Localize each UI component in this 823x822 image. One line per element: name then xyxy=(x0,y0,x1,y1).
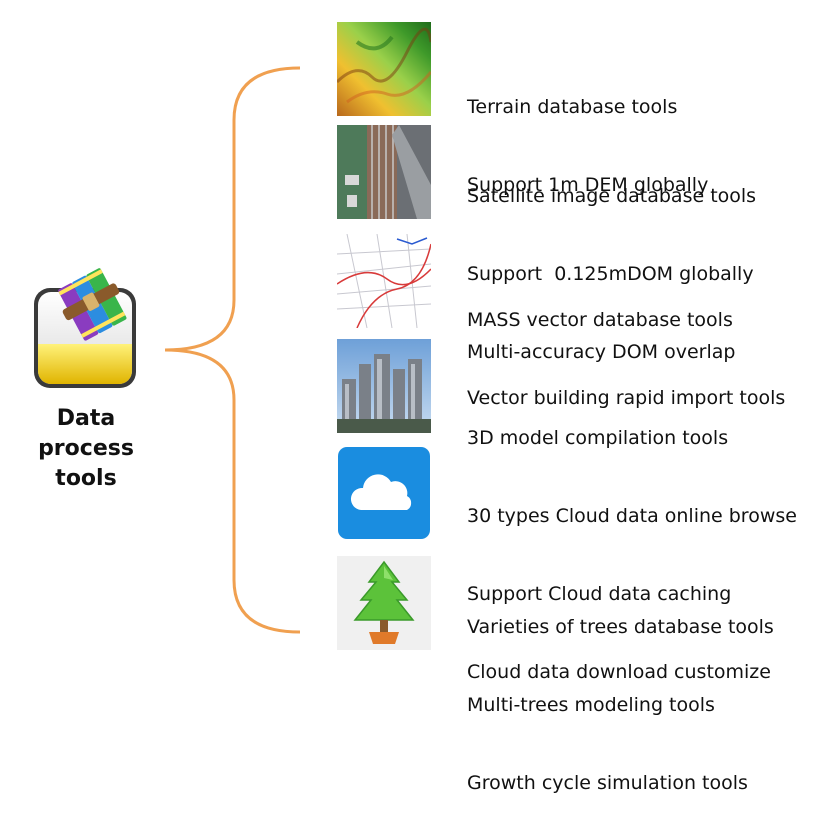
tree-line-1: Varieties of trees database tools xyxy=(467,616,774,638)
tree-line-3: Growth cycle simulation tools xyxy=(467,772,748,794)
vector-line-2: Vector building rapid import tools xyxy=(467,387,786,409)
model-line-1: 3D model compilation tools xyxy=(467,427,729,449)
cloud-icon xyxy=(338,447,430,539)
tree-icon xyxy=(337,556,431,650)
satellite-line-1: Satellite image database tools xyxy=(467,185,757,207)
title-line-1: Data xyxy=(56,406,116,431)
satellite-tools-text: Satellite image database tools Support 0… xyxy=(467,131,756,391)
vector-tools-text: MASS vector database tools Vector buildi… xyxy=(467,255,785,437)
terrain-line-1: Terrain database tools xyxy=(467,96,678,118)
terrain-tools-text: Terrain database tools Support 1m DEM gl… xyxy=(467,42,708,224)
vector-line-1: MASS vector database tools xyxy=(467,309,733,331)
title-line-3: tools xyxy=(55,466,117,491)
terrain-map-thumbnail xyxy=(337,22,431,116)
satellite-line-2: Support 0.125mDOM globally xyxy=(467,263,754,285)
data-process-tools-icon xyxy=(34,268,136,388)
vector-map-thumbnail xyxy=(337,234,431,328)
tree-line-2: Multi-trees modeling tools xyxy=(467,694,715,716)
city-3d-model-thumbnail xyxy=(337,339,431,433)
model-tools-text: 3D model compilation tools xyxy=(467,373,728,477)
title-line-2: process xyxy=(38,436,134,461)
terrain-line-2: Support 1m DEM globally xyxy=(467,174,709,196)
satellite-image-thumbnail xyxy=(337,125,431,219)
tree-tools-text: Varieties of trees database tools Multi-… xyxy=(467,562,774,822)
data-process-tools-title: Data process tools xyxy=(22,404,150,494)
cloud-line-2: Support Cloud data caching xyxy=(467,583,732,605)
cloud-line-1: 30 types Cloud data online browse xyxy=(467,505,797,527)
satellite-line-3: Multi-accuracy DOM overlap xyxy=(467,341,736,363)
